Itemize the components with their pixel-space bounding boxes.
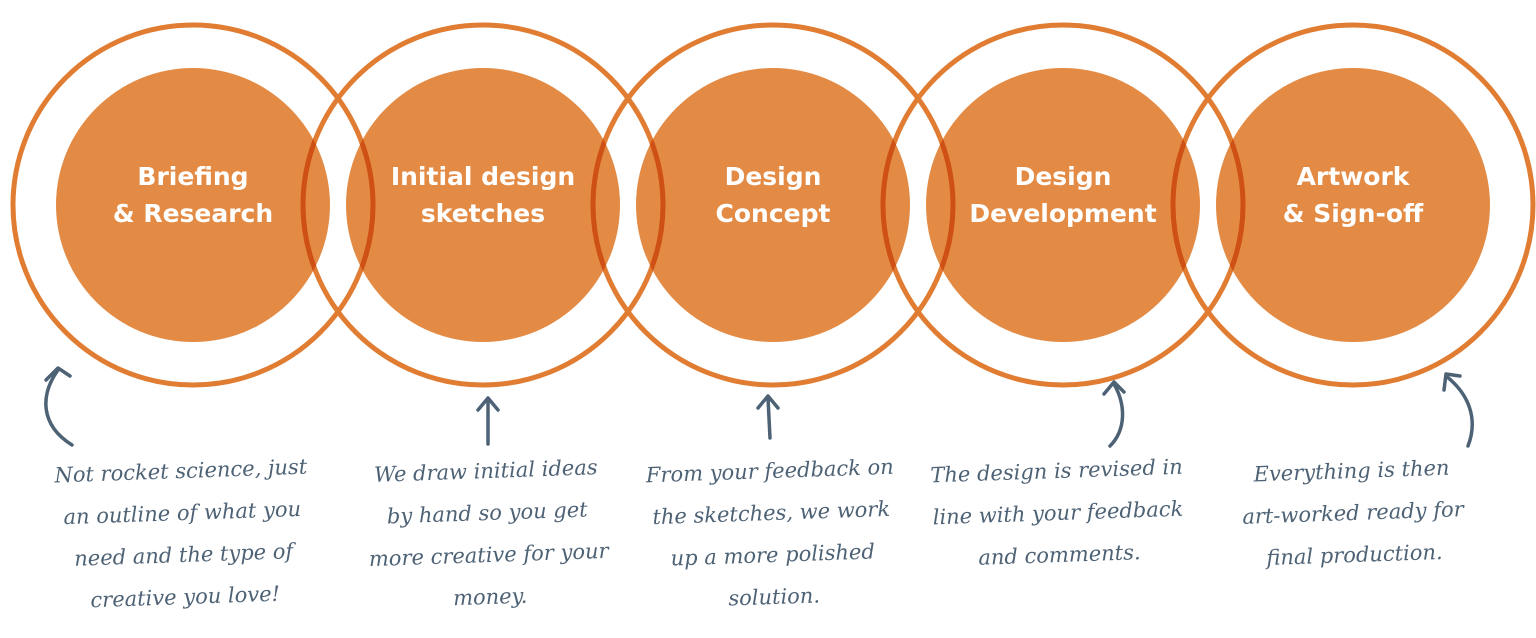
ring-overlap	[1170, 68, 1200, 342]
ring-overlap-stroke	[1170, 68, 1200, 342]
ring-overlap-stroke	[1216, 68, 1246, 342]
step-title-line: Artwork	[1296, 162, 1410, 191]
step-title-artwork: Artwork & Sign-off	[1233, 158, 1473, 232]
ring-overlap	[300, 68, 330, 342]
step-circle	[56, 68, 330, 342]
ring-overlap-stroke	[880, 68, 910, 342]
curved-arrow-up-left-icon	[44, 366, 74, 447]
ring-overlap	[590, 68, 620, 342]
step-title-line: Concept	[715, 199, 831, 228]
curved-arrow-up-right-icon-stroke	[1444, 374, 1474, 448]
ring-overlap	[636, 68, 666, 342]
ring-overlap	[880, 68, 910, 342]
step-circle	[926, 68, 1200, 342]
ring-overlap	[926, 68, 956, 342]
curved-arrow-up-left-icon-stroke	[44, 368, 74, 447]
note-artwork: Everything is then art-worked ready for …	[1216, 445, 1490, 580]
step-title-line: & Sign-off	[1282, 199, 1424, 228]
step-title-line: Design	[724, 162, 822, 191]
curved-arrow-up-icon-stroke	[1102, 380, 1126, 396]
step-circle	[1216, 68, 1490, 342]
curved-arrow-up-right-icon	[1442, 372, 1474, 448]
arrow-up-icon	[476, 396, 500, 446]
note-briefing: Not rocket science, just an outline of w…	[45, 445, 321, 622]
step-title-line: & Research	[112, 199, 274, 228]
step-title-line: Development	[969, 199, 1157, 228]
step-title-line: sketches	[420, 199, 546, 228]
note-design-development: The design is revised in line with your …	[921, 445, 1195, 580]
ring-overlap	[346, 68, 376, 342]
note-initial-design: We draw initial ideas by hand so you get…	[350, 445, 626, 622]
ring-overlap-stroke	[300, 68, 330, 342]
ring-overlap-stroke	[590, 68, 620, 342]
step-title-initial-design: Initial design sketches	[363, 158, 603, 232]
step-title-design-development: Design Development	[943, 158, 1183, 232]
arrow-up-icon-stroke	[756, 394, 780, 410]
ring-overlap	[1216, 68, 1246, 342]
step-circle	[346, 68, 620, 342]
curved-arrow-up-icon	[1102, 380, 1126, 448]
arrow-up-icon	[756, 394, 780, 440]
curved-arrow-up-left-icon-stroke	[44, 366, 72, 382]
ring-overlap-stroke	[926, 68, 956, 342]
ring-overlap-stroke	[636, 68, 666, 342]
step-title-briefing: Briefing & Research	[73, 158, 313, 232]
curved-arrow-up-right-icon-stroke	[1442, 372, 1462, 392]
curved-arrow-up-icon-stroke	[1108, 382, 1125, 448]
note-design-concept: From your feedback on the sketches, we w…	[634, 445, 910, 622]
step-title-line: Briefing	[137, 162, 249, 191]
step-title-line: Initial design	[390, 162, 576, 191]
ring-overlap-stroke	[346, 68, 376, 342]
step-title-line: Design	[1014, 162, 1112, 191]
arrow-up-icon-stroke	[476, 396, 500, 412]
arrow-up-icon-stroke	[766, 396, 772, 440]
step-title-design-concept: Design Concept	[653, 158, 893, 232]
step-circle	[636, 68, 910, 342]
